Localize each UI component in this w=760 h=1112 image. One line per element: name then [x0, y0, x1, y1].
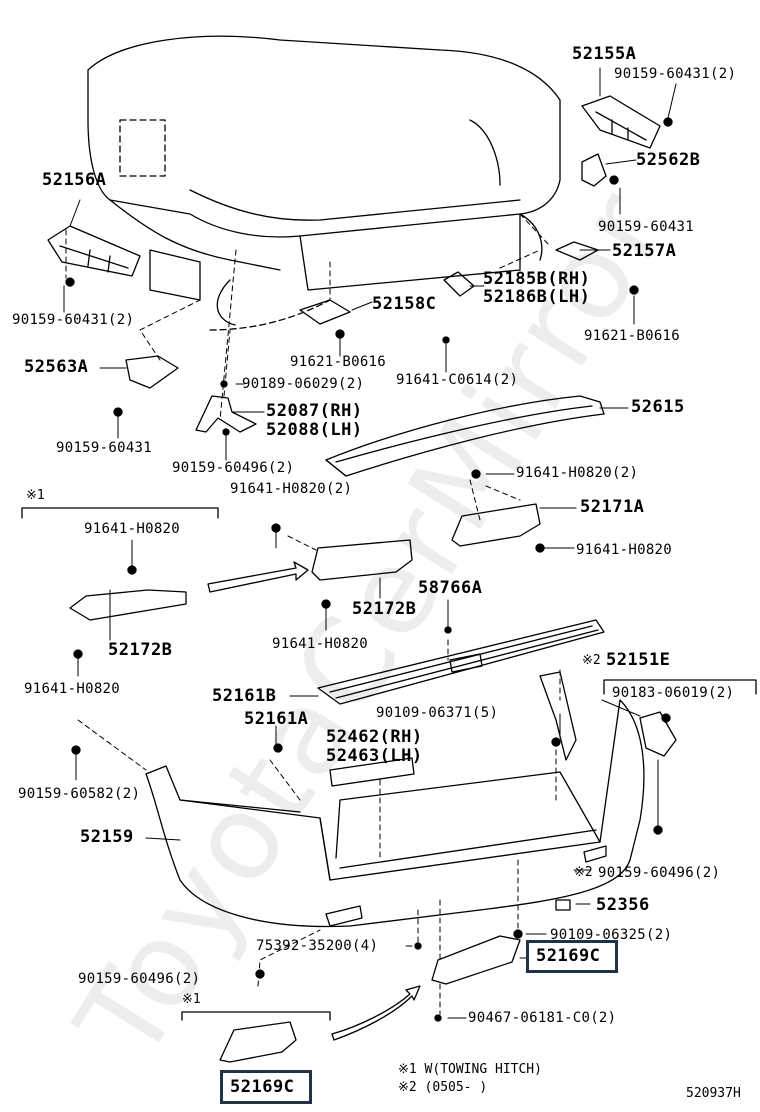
- inset-frame-top: [21, 507, 219, 519]
- part-52356: [555, 899, 571, 911]
- label-91621-b0616-right[interactable]: 91621-B0616: [584, 328, 681, 344]
- bumper-cover-52159: [145, 699, 645, 928]
- label-91641-h0820-2-right[interactable]: 91641-H0820(2): [516, 465, 639, 481]
- label-75392-35200-4[interactable]: 75392-35200(4): [256, 938, 379, 954]
- label-90159-60431-right[interactable]: 90159-60431: [598, 219, 695, 235]
- label-52169c-inset[interactable]: 52169C: [230, 1077, 295, 1097]
- legend-note-2: ※2 (0505- ): [398, 1080, 488, 1095]
- label-90159-60496-2-right[interactable]: 90159-60496(2): [598, 865, 721, 881]
- label-90109-06371-5[interactable]: 90109-06371(5): [376, 705, 499, 721]
- reinforcement-52615: [325, 395, 605, 477]
- bracket-52563a: [125, 355, 179, 389]
- label-90159-60496-2-mid[interactable]: 90159-60496(2): [172, 460, 295, 476]
- label-52185b[interactable]: 52185B(RH): [483, 269, 591, 289]
- label-52463[interactable]: 52463(LH): [326, 746, 423, 766]
- bracket-52158c: [299, 299, 351, 325]
- diagram-code: 520937H: [686, 1086, 741, 1101]
- label-52171a[interactable]: 52171A: [580, 497, 645, 517]
- label-90467-06181-c0-2[interactable]: 90467-06181-C0(2): [468, 1010, 617, 1026]
- label-52172b[interactable]: 52172B: [352, 599, 417, 619]
- inset-frame-52151e: [603, 679, 757, 695]
- label-90183-06019-2[interactable]: 90183-06019(2): [612, 685, 735, 701]
- label-91641-h0820-2-left[interactable]: 91641-H0820(2): [230, 481, 353, 497]
- fasteners: [65, 117, 673, 1022]
- direction-arrow-2: [331, 985, 421, 1041]
- label-52172b-inset[interactable]: 52172B: [108, 640, 173, 660]
- label-52186b[interactable]: 52186B(LH): [483, 287, 591, 307]
- label-52156a[interactable]: 52156A: [42, 170, 107, 190]
- label-90159-60496-2-left[interactable]: 90159-60496(2): [78, 971, 201, 987]
- legend-note-1: ※1 W(TOWING HITCH): [398, 1062, 542, 1077]
- bracket-52172b-inset: [69, 589, 187, 621]
- label-52088[interactable]: 52088(LH): [266, 420, 363, 440]
- label-52159[interactable]: 52159: [80, 827, 134, 847]
- label-52562b[interactable]: 52562B: [636, 150, 701, 170]
- label-52161b[interactable]: 52161B: [212, 686, 277, 706]
- bracket-52157a: [555, 241, 599, 261]
- label-90189-06029-2[interactable]: 90189-06029(2): [242, 376, 365, 392]
- label-91641-h0820-inset[interactable]: 91641-H0820: [84, 521, 181, 537]
- ref-marker-1a: ※1: [26, 488, 45, 503]
- cover-52169c-inset: [219, 1021, 297, 1063]
- bracket-52156a: [47, 225, 141, 277]
- label-52161a[interactable]: 52161A: [244, 709, 309, 729]
- label-52169c-right[interactable]: 52169C: [536, 946, 601, 966]
- label-52615[interactable]: 52615: [631, 397, 685, 417]
- bracket-52151e-side: [639, 711, 677, 757]
- label-52151e[interactable]: 52151E: [606, 650, 671, 670]
- stay-52087: [195, 395, 257, 433]
- bracket-52155a: [581, 95, 661, 149]
- direction-arrow-1: [207, 561, 309, 593]
- label-52155a[interactable]: 52155A: [572, 44, 637, 64]
- leader-lines: [63, 67, 677, 1019]
- label-91641-h0820-right[interactable]: 91641-H0820: [576, 542, 673, 558]
- label-52462[interactable]: 52462(RH): [326, 727, 423, 747]
- label-91621-b0616-mid[interactable]: 91621-B0616: [290, 354, 387, 370]
- label-91641-h0820-inset-bottom[interactable]: 91641-H0820: [24, 681, 121, 697]
- label-90159-60431-low[interactable]: 90159-60431: [56, 440, 153, 456]
- retainer-52151e: [539, 671, 577, 761]
- highlight-box-inset: [220, 1070, 312, 1104]
- cover-52169c-right: [431, 935, 521, 985]
- ref-marker-2b: ※2: [574, 865, 593, 880]
- step-pad-52161b: [317, 619, 605, 705]
- label-52157a[interactable]: 52157A: [612, 241, 677, 261]
- bracket-52171a: [451, 503, 541, 547]
- label-90159-60582-2[interactable]: 90159-60582(2): [18, 786, 141, 802]
- highlight-box-right: [526, 940, 618, 973]
- bracket-52562b: [581, 153, 607, 187]
- label-52087[interactable]: 52087(RH): [266, 401, 363, 421]
- label-90159-60431-2-left[interactable]: 90159-60431(2): [12, 312, 135, 328]
- label-52563a[interactable]: 52563A: [24, 357, 89, 377]
- label-52158c[interactable]: 52158C: [372, 294, 437, 314]
- label-90109-06325-2[interactable]: 90109-06325(2): [550, 927, 673, 943]
- ref-marker-2a: ※2: [582, 653, 601, 668]
- label-52356[interactable]: 52356: [596, 895, 650, 915]
- label-58766a[interactable]: 58766A: [418, 578, 483, 598]
- bracket-52172b-center: [311, 539, 413, 581]
- label-90159-60431-2-top[interactable]: 90159-60431(2): [614, 66, 737, 82]
- inset-frame-bottom: [181, 1011, 331, 1021]
- label-91641-c0614-2[interactable]: 91641-C0614(2): [396, 372, 519, 388]
- ref-marker-1b: ※1: [182, 992, 201, 1007]
- label-91641-h0820-center[interactable]: 91641-H0820: [272, 636, 369, 652]
